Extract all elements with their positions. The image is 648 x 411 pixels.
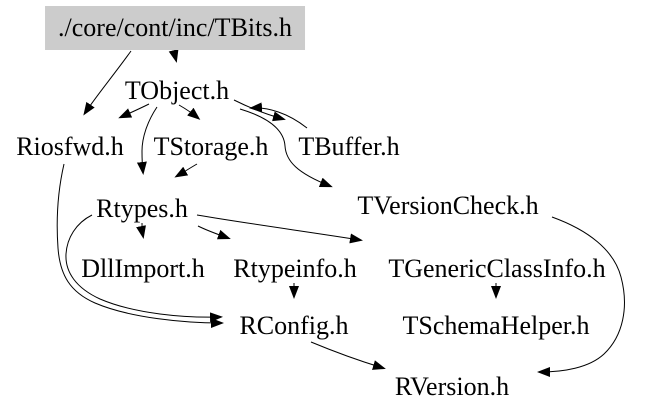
- node-tgenericclassinfo[interactable]: TGenericClassInfo.h: [388, 254, 606, 283]
- edge-tversioncheck-to-rversion: [537, 216, 625, 377]
- edge-rconfig-to-rversion: [310, 341, 386, 370]
- edge-riosfwd-to-rconfig: [56, 163, 224, 328]
- node-tobject[interactable]: TObject.h: [124, 76, 230, 105]
- edge-rtypes-to-rtypeinfo: [197, 225, 231, 240]
- node-tschemahelper[interactable]: TSchemaHelper.h: [402, 311, 590, 340]
- node-tstorage[interactable]: TStorage.h: [153, 132, 269, 161]
- edge-rtypes-to-dllimport: [136, 222, 146, 239]
- edge-tstorage-to-rtypes: [174, 163, 198, 178]
- edge-tbits-to-riosfwd: [83, 50, 132, 116]
- node-tversioncheck[interactable]: TVersionCheck.h: [357, 191, 539, 220]
- root-node-tbits: ./core/cont/inc/TBits.h: [45, 6, 305, 50]
- edge-rtypes-to-tgenericclassinfo: [196, 214, 363, 244]
- edge-tobject-to-tstorage: [178, 104, 201, 120]
- node-dllimport[interactable]: DllImport.h: [81, 254, 205, 283]
- node-rconfig[interactable]: RConfig.h: [239, 311, 349, 340]
- node-rtypes[interactable]: Rtypes.h: [96, 194, 188, 223]
- edge-tobject-to-rtypes: [136, 106, 158, 175]
- edge-tbuffer-to-tobject: [249, 102, 308, 129]
- node-rtypeinfo[interactable]: Rtypeinfo.h: [233, 254, 357, 283]
- edge-rtypes-to-rconfig: [65, 214, 223, 323]
- node-tbuffer[interactable]: TBuffer.h: [298, 132, 400, 161]
- edge-tobject-to-riosfwd: [118, 103, 150, 119]
- edge-tobject-to-tversioncheck: [239, 108, 333, 188]
- node-riosfwd[interactable]: Riosfwd.h: [16, 132, 124, 161]
- node-rversion[interactable]: RVersion.h: [394, 372, 510, 401]
- edge-tbits-to-tobject: [168, 49, 179, 63]
